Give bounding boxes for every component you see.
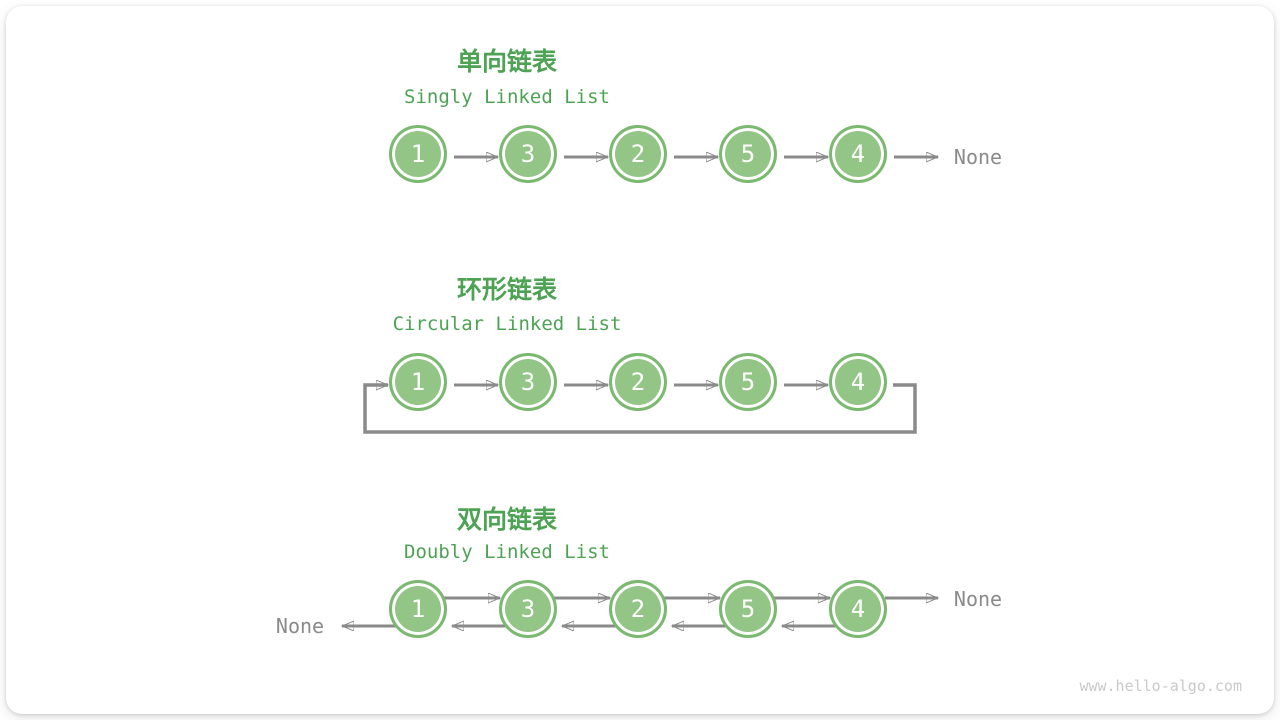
singly-node: 4 [829,125,887,183]
doubly-head-none-label: None [275,614,325,638]
doubly-tail-none-label: None [953,587,1003,611]
doubly-node: 2 [609,580,667,638]
node-value: 3 [520,368,536,396]
circular-node: 4 [829,353,887,411]
singly-title-en: Singly Linked List [404,86,610,108]
doubly-node: 4 [829,580,887,638]
doubly-node: 5 [719,580,777,638]
singly-node: 5 [719,125,777,183]
node-value: 2 [630,595,646,623]
node-value: 1 [410,140,426,168]
watermark: www.hello-algo.com [1079,677,1242,695]
node-value: 1 [410,368,426,396]
doubly-title-zh: 双向链表 [456,505,557,534]
node-value: 4 [850,368,866,396]
node-value: 2 [630,368,646,396]
singly-node: 2 [609,125,667,183]
node-value: 1 [410,595,426,623]
singly-node: 3 [499,125,557,183]
node-value: 5 [740,595,756,623]
node-value: 2 [630,140,646,168]
circular-loop-arrow [363,385,917,434]
node-value: 3 [520,595,536,623]
singly-title-zh: 单向链表 [456,47,557,76]
node-value: 3 [520,140,536,168]
doubly-node: 1 [389,580,447,638]
circular-title-en: Circular Linked List [392,313,622,335]
circular-node: 2 [609,353,667,411]
node-value: 5 [740,140,756,168]
circular-node: 1 [389,353,447,411]
singly-node: 1 [389,125,447,183]
node-value: 5 [740,368,756,396]
node-value: 4 [850,140,866,168]
node-value: 4 [850,595,866,623]
singly-tail-none-label: None [953,145,1003,169]
circular-node: 3 [499,353,557,411]
circular-node: 5 [719,353,777,411]
doubly-title-en: Doubly Linked List [404,541,610,563]
circular-title-zh: 环形链表 [456,275,557,304]
doubly-node: 3 [499,580,557,638]
